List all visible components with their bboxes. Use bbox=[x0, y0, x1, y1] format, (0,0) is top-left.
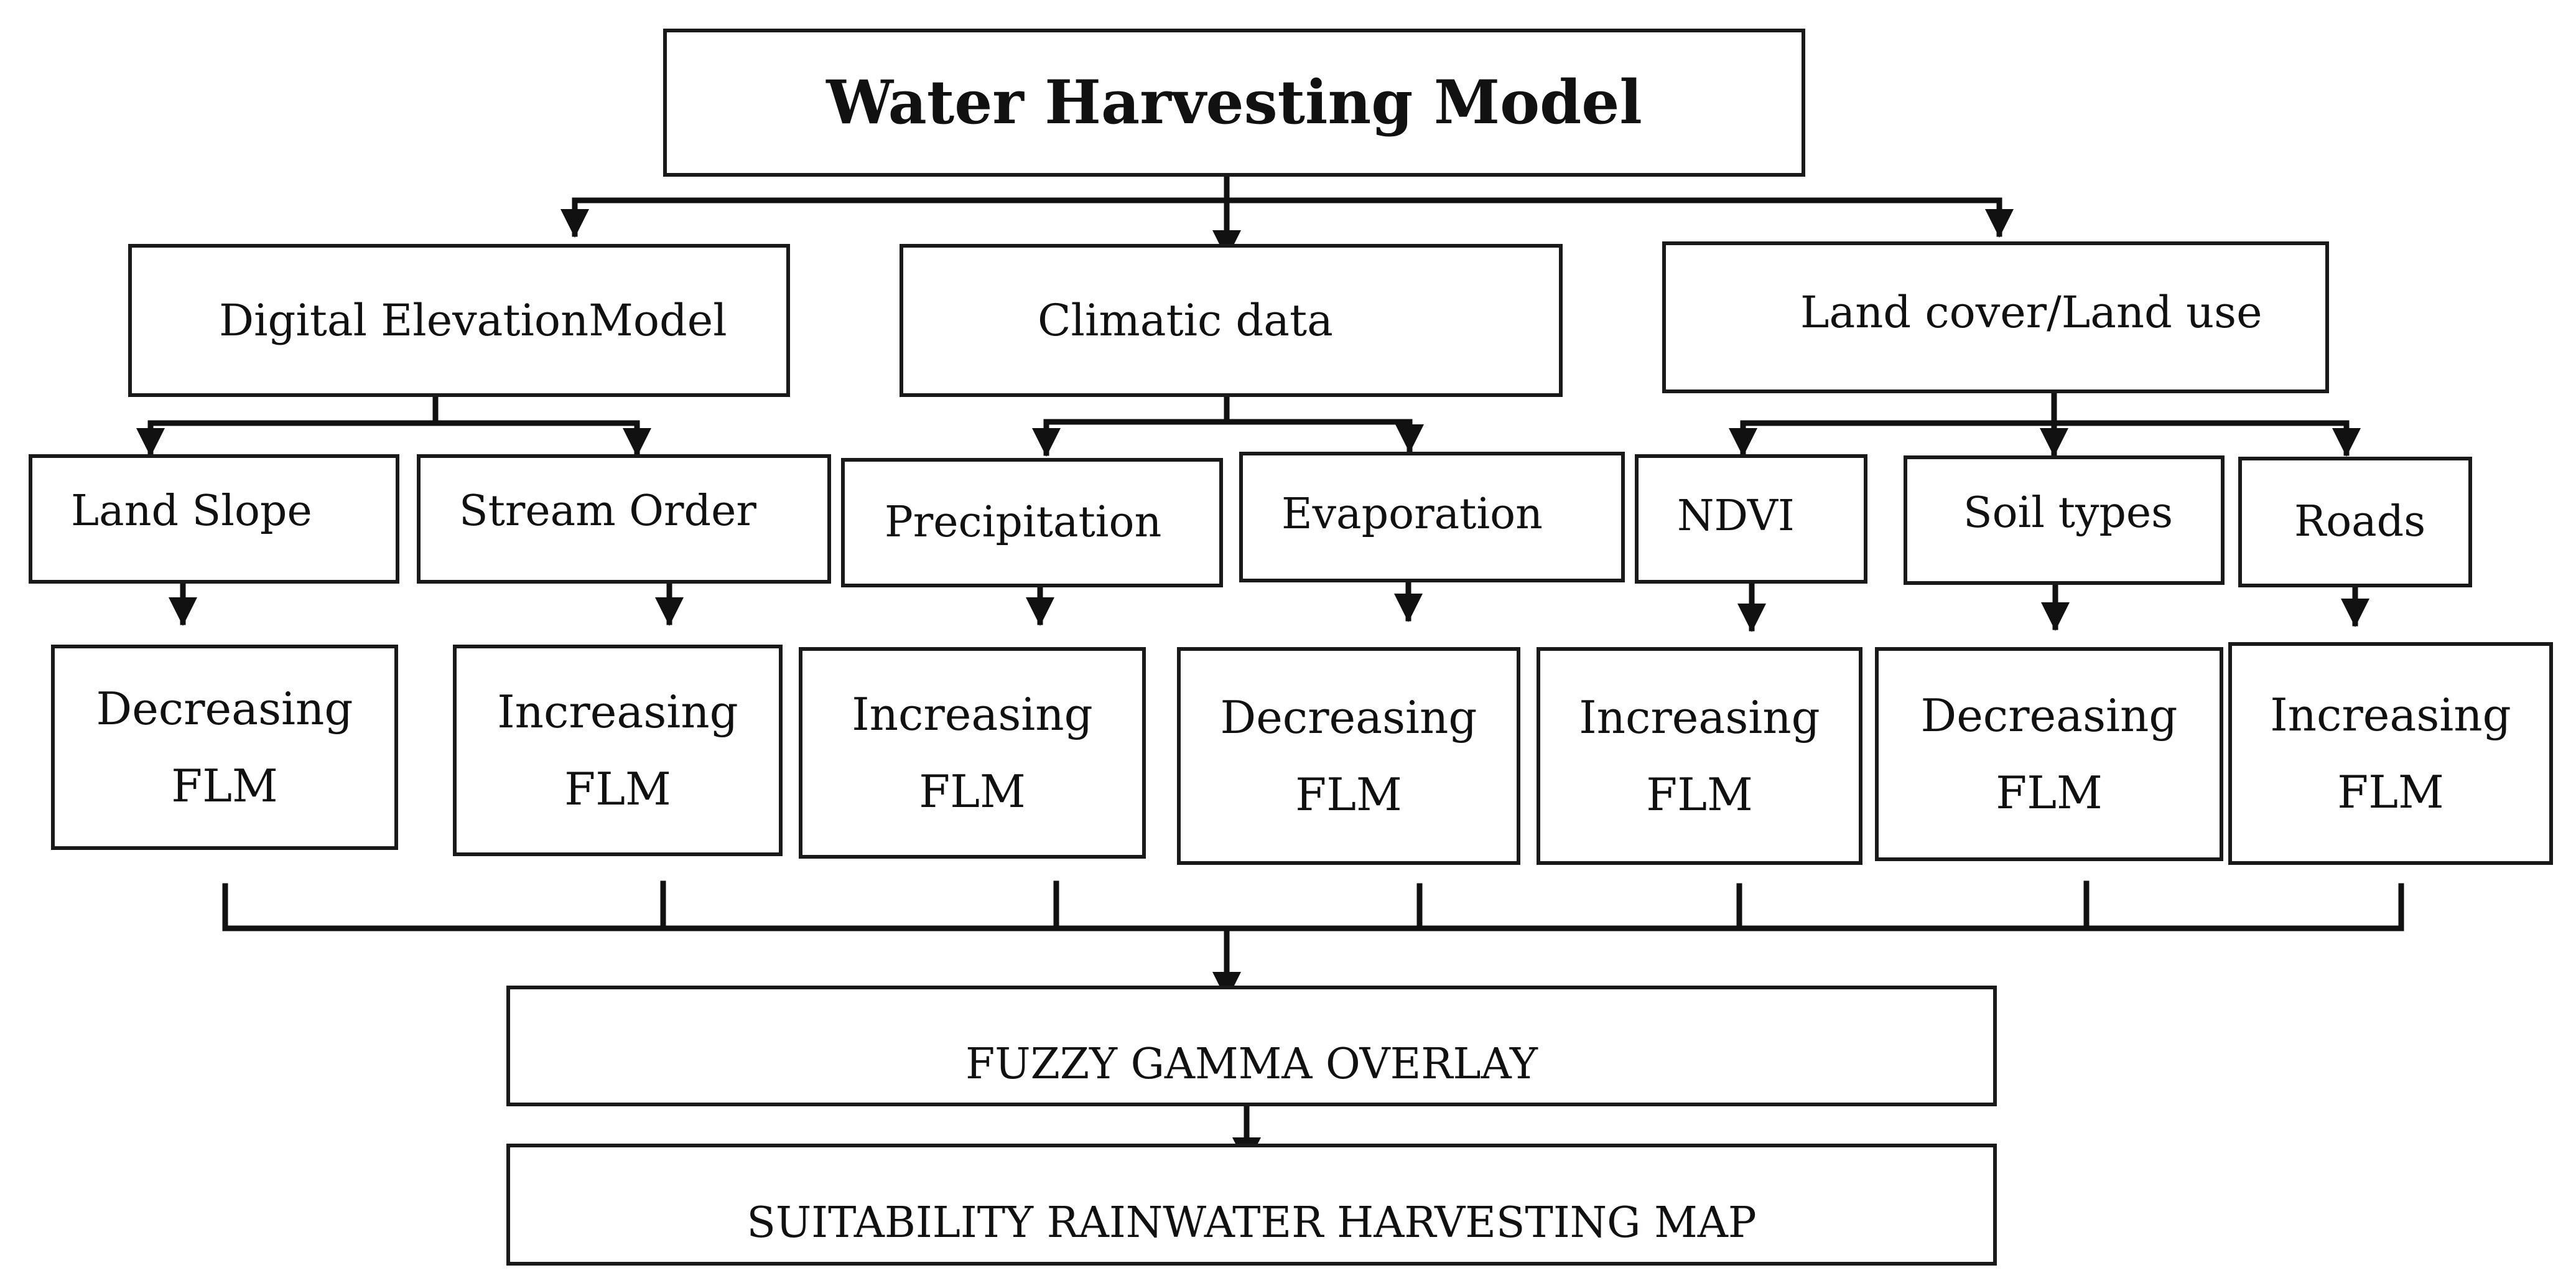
factor-label: NDVI bbox=[1677, 492, 1795, 541]
membership-type: Increasing bbox=[852, 688, 1093, 740]
factor-box-ndvi: NDVI bbox=[1635, 454, 1867, 584]
overlay-box: FUZZY GAMMA OVERLAY bbox=[506, 986, 1997, 1106]
membership-box-evaporation: Decreasing FLM bbox=[1177, 647, 1520, 865]
output-box: SUITABILITY RAINWATER HARVESTING MAP bbox=[506, 1144, 1997, 1266]
membership-function: FLM bbox=[171, 760, 278, 812]
output-label: SUITABILITY RAINWATER HARVESTING MAP bbox=[746, 1198, 1757, 1248]
source-box-climatic: Climatic data bbox=[900, 244, 1563, 397]
membership-function: FLM bbox=[1996, 767, 2103, 819]
membership-box-precipitation: Increasing FLM bbox=[799, 647, 1146, 859]
membership-box-roads: Increasing FLM bbox=[2228, 642, 2553, 865]
source-box-dem: Digital ElevationModel bbox=[128, 244, 790, 397]
source-label: Digital ElevationModel bbox=[219, 295, 727, 346]
membership-function: FLM bbox=[2337, 766, 2444, 818]
membership-box-ndvi: Increasing FLM bbox=[1537, 647, 1862, 865]
factor-box-land-slope: Land Slope bbox=[29, 454, 399, 584]
membership-type: Decreasing bbox=[1220, 691, 1477, 744]
source-label: Climatic data bbox=[1038, 295, 1333, 346]
membership-function: FLM bbox=[564, 763, 671, 815]
membership-type: Decreasing bbox=[96, 683, 353, 735]
membership-box-soil-types: Decreasing FLM bbox=[1875, 647, 2223, 861]
source-box-landcover: Land cover/Land use bbox=[1662, 241, 2329, 393]
diagram-title: Water Harvesting Model bbox=[826, 67, 1642, 138]
overlay-label: FUZZY GAMMA OVERLAY bbox=[965, 1040, 1538, 1089]
membership-function: FLM bbox=[1646, 768, 1753, 821]
factor-label: Roads bbox=[2294, 497, 2426, 546]
source-label: Land cover/Land use bbox=[1800, 287, 2262, 338]
factor-label: Stream Order bbox=[459, 487, 756, 536]
factor-box-evaporation: Evaporation bbox=[1239, 452, 1625, 582]
membership-box-land-slope: Decreasing FLM bbox=[51, 645, 398, 850]
factor-box-roads: Roads bbox=[2238, 457, 2472, 587]
membership-type: Increasing bbox=[497, 686, 738, 738]
factor-box-soil-types: Soil types bbox=[1904, 455, 2225, 585]
factor-label: Evaporation bbox=[1281, 490, 1543, 539]
factor-label: Precipitation bbox=[885, 498, 1162, 547]
membership-function: FLM bbox=[919, 765, 1026, 818]
factor-label: Land Slope bbox=[71, 487, 312, 536]
factor-box-stream-order: Stream Order bbox=[417, 454, 831, 584]
membership-function: FLM bbox=[1295, 768, 1402, 821]
factor-label: Soil types bbox=[1963, 488, 2174, 538]
factor-box-precipitation: Precipitation bbox=[841, 458, 1223, 587]
title-box: Water Harvesting Model bbox=[663, 29, 1805, 177]
membership-type: Increasing bbox=[2270, 689, 2511, 741]
membership-type: Decreasing bbox=[1920, 689, 2178, 742]
membership-type: Increasing bbox=[1579, 691, 1820, 744]
membership-box-stream-order: Increasing FLM bbox=[453, 645, 783, 856]
